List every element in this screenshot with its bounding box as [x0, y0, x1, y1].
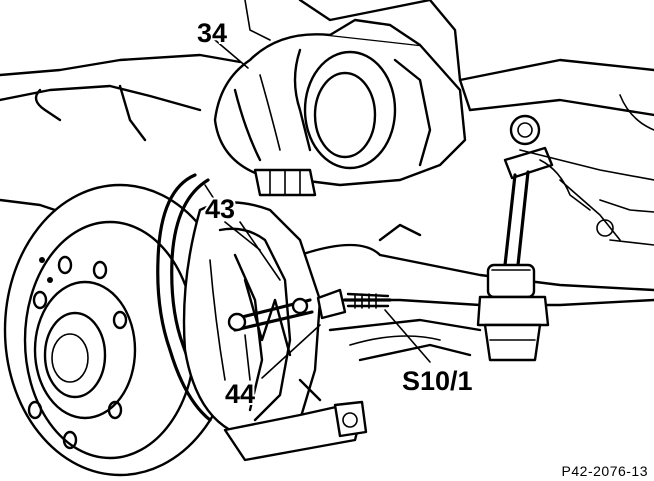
leader-43a: [204, 184, 219, 206]
callout-44: 44: [225, 379, 255, 409]
leader-lines: [204, 39, 431, 381]
leader-s101: [384, 309, 431, 363]
brake-caliper: [182, 201, 322, 442]
leader-44a: [244, 334, 251, 381]
leader-44b: [261, 324, 321, 379]
leader-43c: [239, 221, 281, 281]
stabilizer-link: [476, 114, 554, 362]
callout-34: 34: [197, 18, 227, 48]
callout-s10-1: S10/1: [402, 366, 473, 396]
sensor-cable: [316, 288, 392, 320]
lower-knuckle-arm: [223, 378, 368, 462]
figure-reference-code: P42-2076-13: [561, 463, 648, 479]
callout-43: 43: [205, 194, 235, 224]
leader-43b: [224, 221, 261, 251]
brake-disc: [3, 183, 237, 477]
steering-knuckle: [213, 18, 467, 197]
chassis-frame: [0, 0, 654, 246]
control-arm: [298, 223, 654, 362]
callout-labels: 34 43 44 S10/1: [195, 16, 475, 411]
leader-34: [214, 39, 249, 69]
